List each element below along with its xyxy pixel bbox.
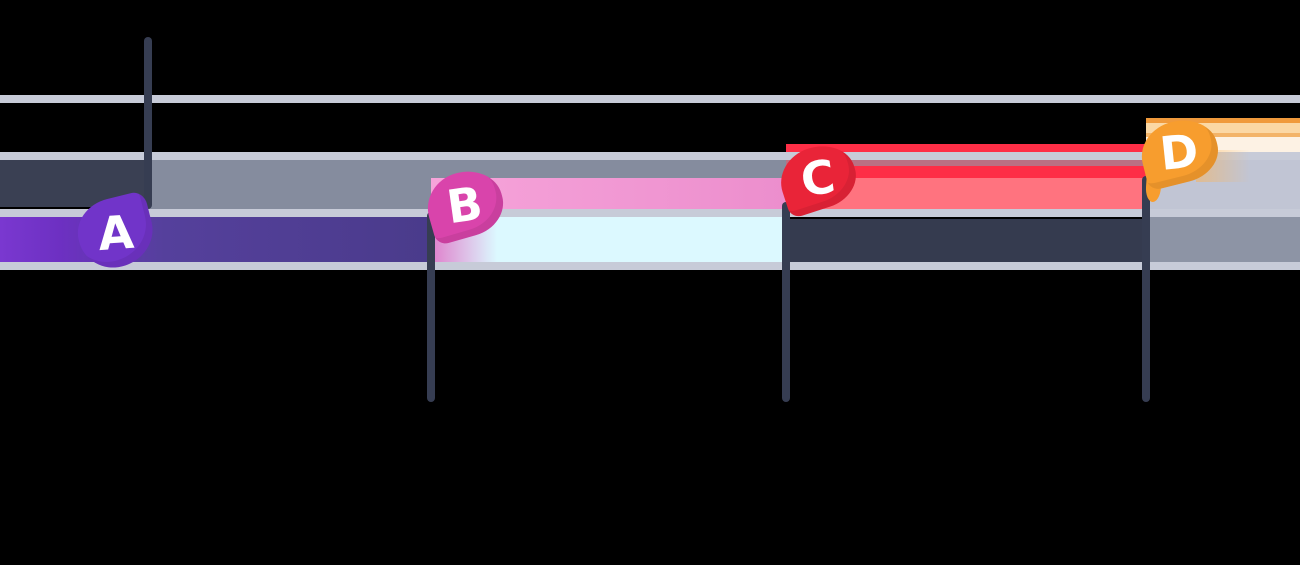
note-b-label: B [443, 175, 487, 234]
band-gray-section-d [1146, 217, 1300, 262]
band-orange-light-note-d [1146, 123, 1300, 133]
staff-line-1 [0, 95, 1300, 103]
note-c-label: C [797, 148, 839, 208]
band-orange-strip-note-d [1146, 118, 1300, 123]
note-a-stem [144, 37, 152, 209]
band-mauve-blend-strip [786, 160, 1146, 166]
band-slate-section-cd [786, 219, 1146, 262]
note-c-stem [782, 202, 790, 402]
band-orange-mid-note-d [1146, 133, 1300, 137]
staff-line-3 [0, 209, 1300, 217]
note-b-stem [427, 212, 435, 402]
note-a-label: A [95, 204, 136, 261]
band-purple-note-a-trail [0, 217, 431, 262]
staff-line-4 [0, 262, 1300, 270]
note-d-label: D [1157, 123, 1202, 181]
staff-line-2 [0, 152, 1300, 160]
note-d-stem [1142, 176, 1150, 402]
